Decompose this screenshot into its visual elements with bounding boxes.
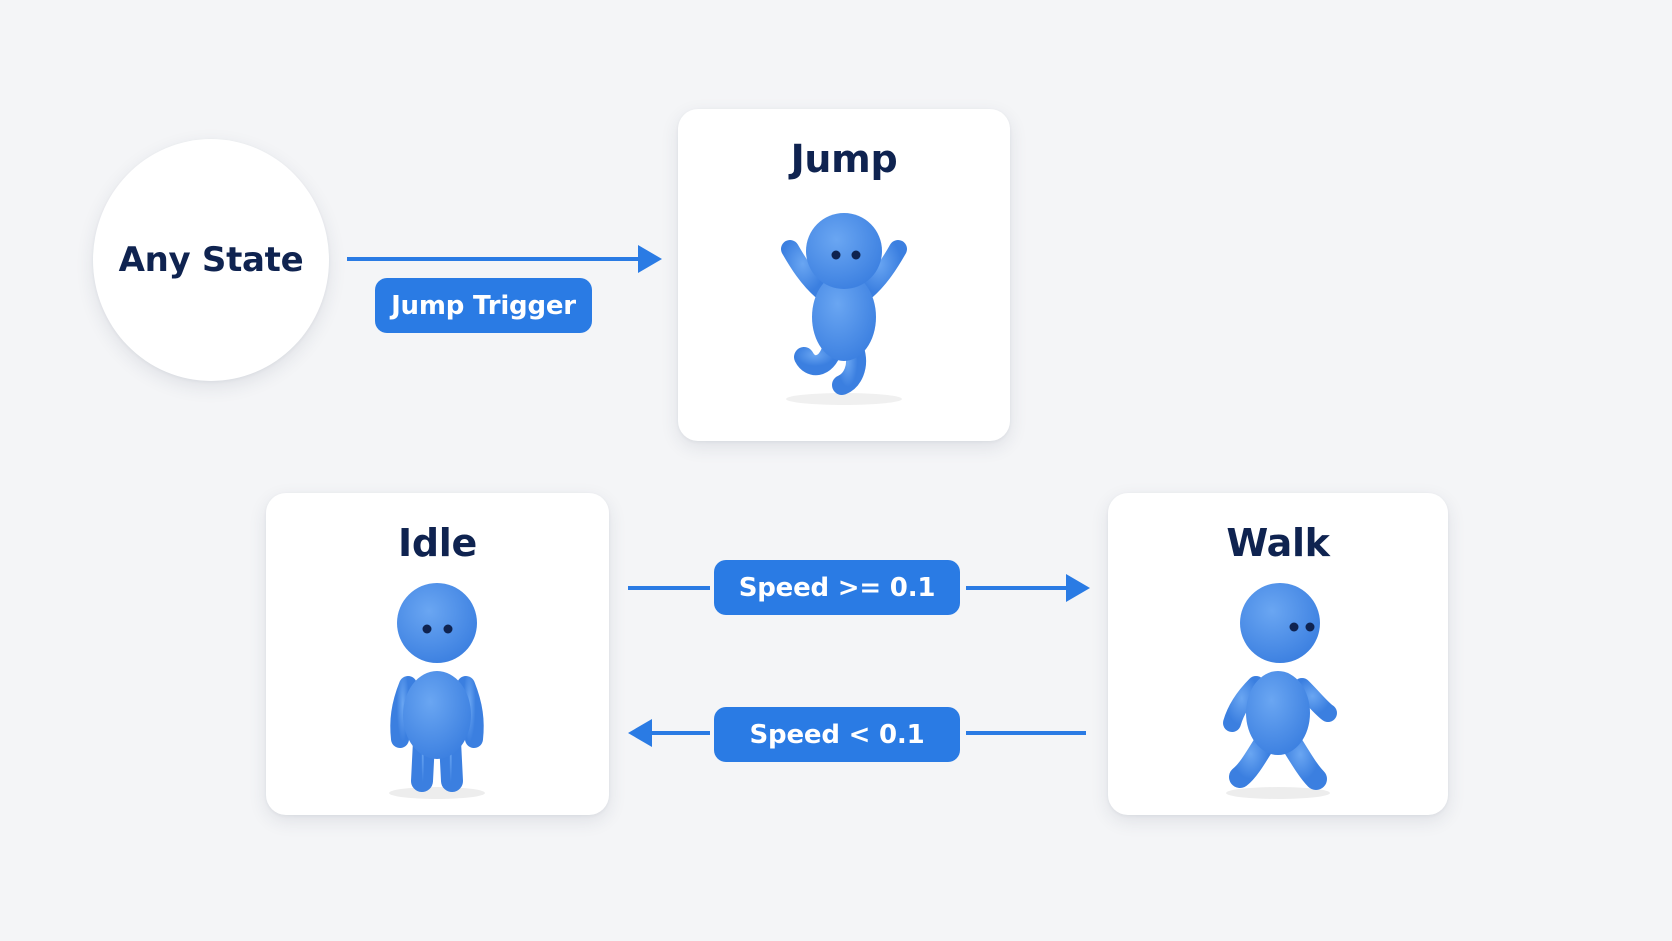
walk-state-node[interactable]: Walk <box>1108 493 1448 815</box>
arrowhead-any-to-jump <box>638 245 662 273</box>
walk-state-title: Walk <box>1226 521 1330 565</box>
jump-state-title: Jump <box>790 137 898 181</box>
speed-lt-condition[interactable]: Speed < 0.1 <box>714 707 960 762</box>
idle-state-title: Idle <box>398 521 477 565</box>
arrowhead-walk-to-idle <box>628 719 652 747</box>
idle-state-node[interactable]: Idle <box>266 493 609 815</box>
walking-figure-icon <box>1223 583 1337 799</box>
jump-trigger-condition[interactable]: Jump Trigger <box>375 278 592 333</box>
arrowhead-idle-to-walk <box>1066 574 1090 602</box>
any-state-label: Any State <box>118 240 304 280</box>
jumping-figure-icon <box>781 213 907 405</box>
any-state-node[interactable]: Any State <box>93 139 329 381</box>
jump-state-node[interactable]: Jump <box>678 109 1010 441</box>
standing-figure-icon <box>389 583 485 799</box>
speed-ge-condition[interactable]: Speed >= 0.1 <box>714 560 960 615</box>
